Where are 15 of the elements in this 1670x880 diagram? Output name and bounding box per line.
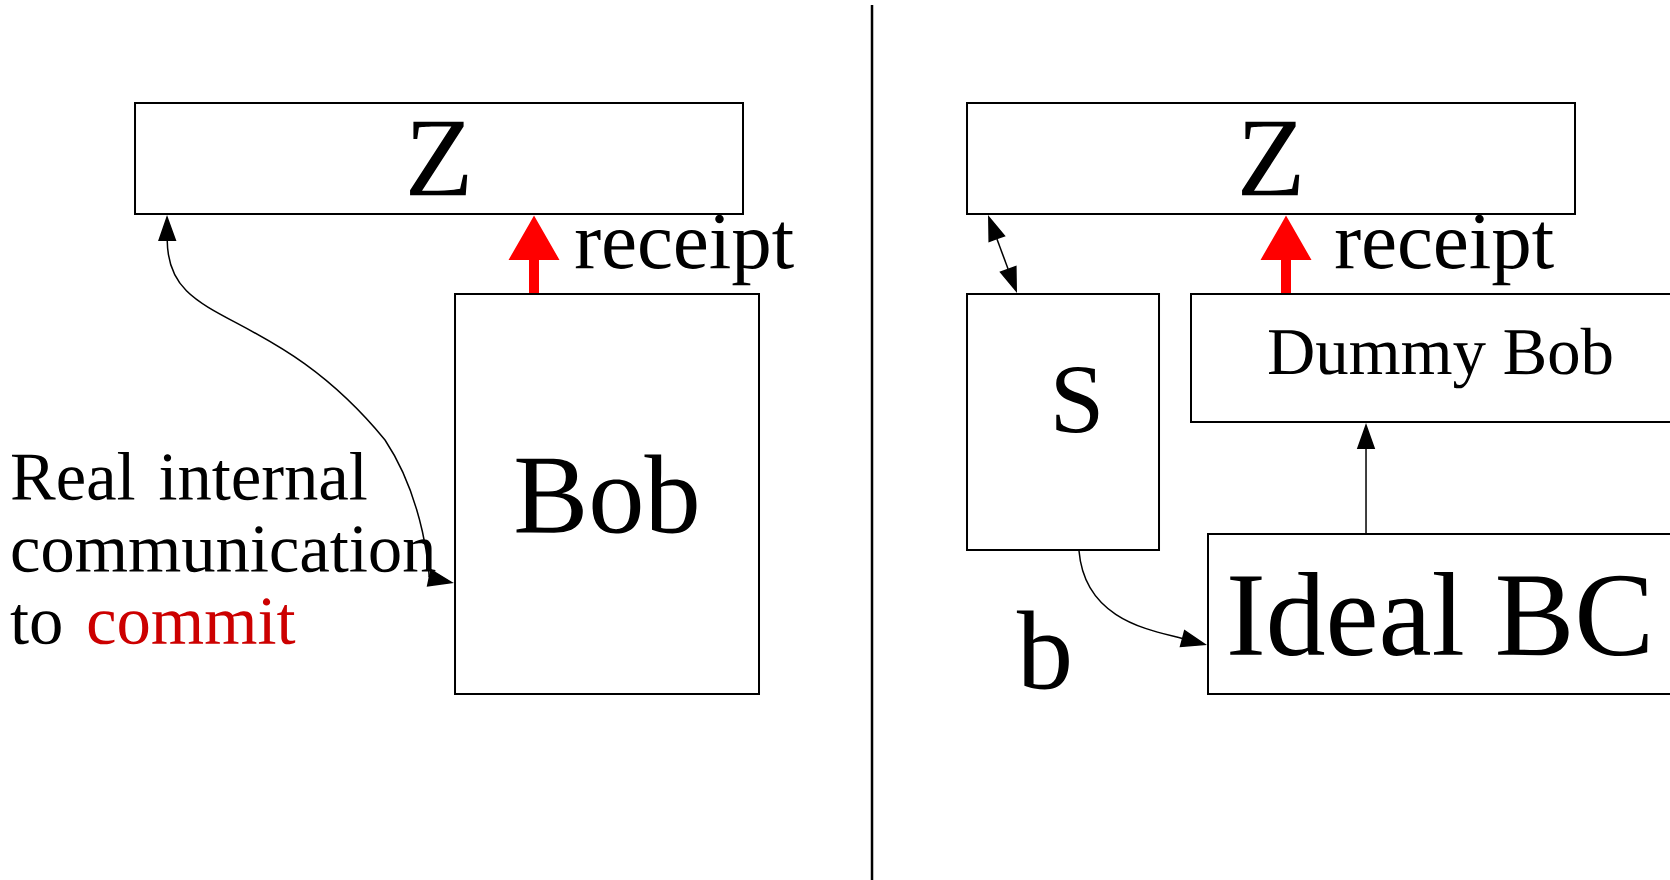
box-label: Bob — [516, 454, 697, 534]
edge-label: receipt — [1335, 214, 1554, 286]
box-label: Z — [1242, 121, 1300, 196]
box — [966, 102, 1576, 215]
box-label: Dummy Bob — [1269, 327, 1612, 389]
edge-label: receipt — [575, 214, 794, 286]
box — [134, 102, 744, 215]
box-label: Z — [410, 121, 468, 196]
box — [454, 293, 760, 695]
box-label: S — [1056, 366, 1099, 434]
variable-label: b — [1016, 610, 1069, 690]
box — [1207, 533, 1670, 695]
box-label: Ideal BC — [1230, 571, 1648, 656]
box — [966, 293, 1160, 551]
box — [1190, 293, 1670, 423]
